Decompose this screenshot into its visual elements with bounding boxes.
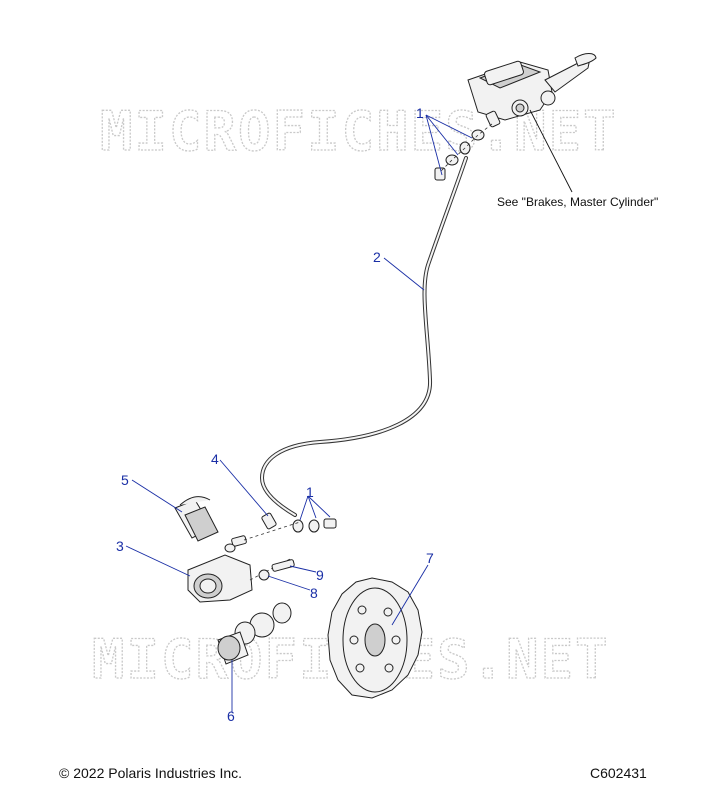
brake-pads-illustration <box>174 496 219 542</box>
leader-lines <box>125 109 573 712</box>
master-cylinder-illustration <box>467 53 597 128</box>
callout-7: 7 <box>426 550 434 566</box>
callout-6: 6 <box>227 708 235 724</box>
brake-disc-illustration <box>327 577 423 699</box>
caliper-illustration <box>187 521 301 603</box>
callout-5: 5 <box>121 472 129 488</box>
piston-seals-illustration <box>217 602 292 665</box>
callout-2: 2 <box>373 249 381 265</box>
brake-hose-illustration <box>259 156 468 517</box>
lower-fittings-illustration <box>261 512 337 533</box>
callout-3: 3 <box>116 538 124 554</box>
callout-9: 9 <box>316 567 324 583</box>
callout-1-bottom: 1 <box>306 484 314 500</box>
callout-8: 8 <box>310 585 318 601</box>
callout-4: 4 <box>211 451 219 467</box>
callout-1-top: 1 <box>416 105 424 121</box>
copyright-text: © 2022 Polaris Industries Inc. <box>59 765 242 781</box>
master-cylinder-reference-note: See "Brakes, Master Cylinder" <box>497 195 658 209</box>
bolt-washer-illustration <box>258 559 295 581</box>
diagram-id: C602431 <box>590 765 647 781</box>
